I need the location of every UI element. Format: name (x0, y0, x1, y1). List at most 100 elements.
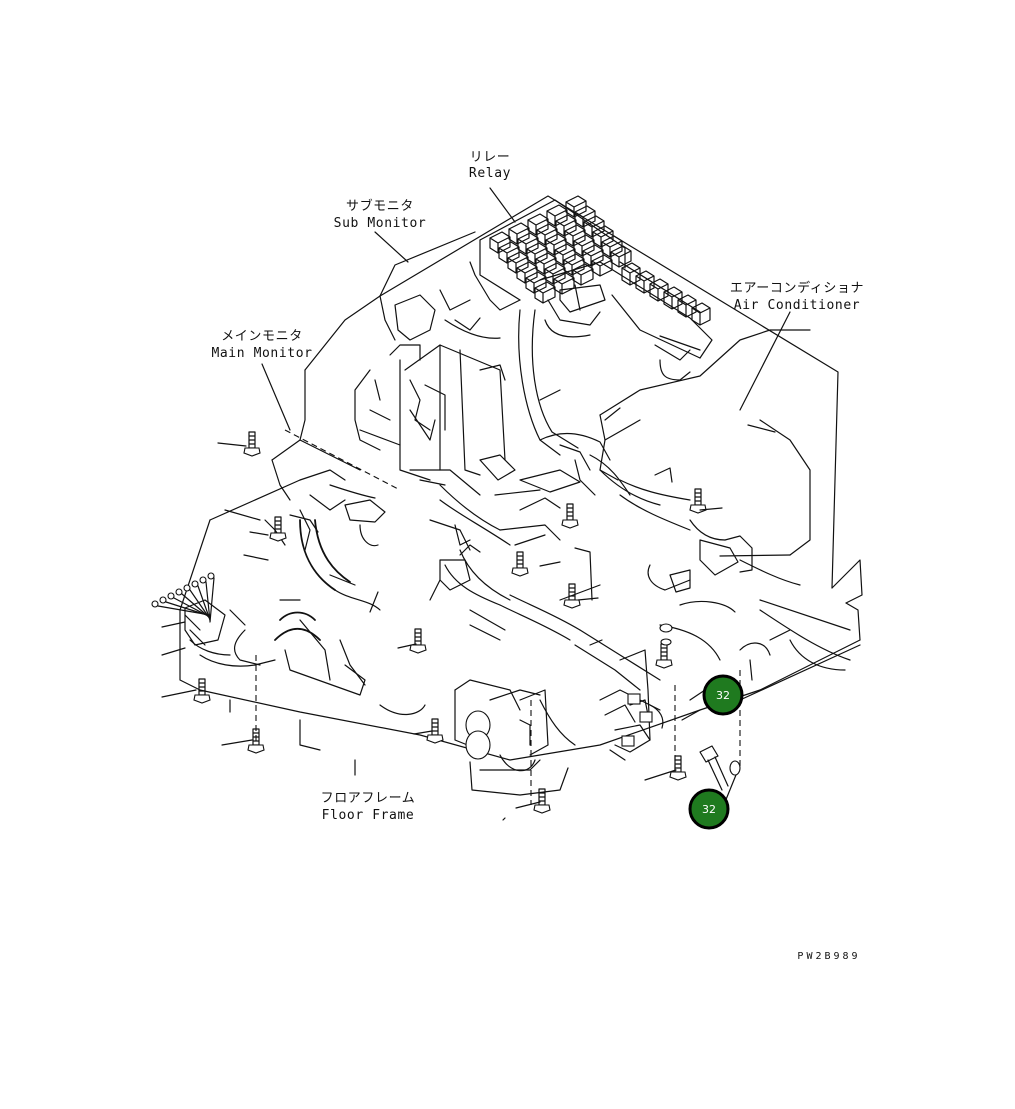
relay-module (489, 231, 511, 254)
relay-module (677, 294, 697, 318)
bolt-head (409, 644, 427, 654)
connector-housing (184, 599, 226, 646)
main-monitor (271, 429, 401, 551)
bolt-head (247, 744, 265, 754)
bottom-center-assembly (379, 679, 576, 772)
fuse-box (599, 649, 664, 761)
connector-wire (197, 585, 211, 621)
connector-pin (159, 596, 167, 604)
bolt-head (511, 567, 529, 577)
relay-module (583, 215, 605, 238)
left-connector-cluster (151, 572, 226, 646)
relay-block (479, 195, 713, 381)
part-32-bolt (699, 745, 729, 791)
bolt (516, 551, 524, 569)
bolt (568, 583, 576, 601)
air-conditioner-label-jp: エアーコンディショナ (730, 280, 864, 296)
relay-module (621, 262, 641, 286)
relay-module (535, 252, 557, 275)
sub-monitor-label-en: Sub Monitor (334, 216, 427, 231)
relay-module (565, 195, 587, 218)
bolt (414, 628, 422, 646)
connector-wire (181, 593, 211, 619)
bolt-head (269, 532, 287, 542)
connector-wire (209, 577, 215, 623)
relay-module (635, 270, 655, 294)
callout-badge[interactable]: 32 (702, 674, 744, 716)
connector-pin (191, 580, 199, 588)
sub-monitor-label-jp: サブモニタ (346, 198, 414, 214)
air-conditioner-unit (599, 329, 851, 671)
washer (659, 623, 673, 633)
connector-pin (183, 584, 191, 592)
bolt-head (243, 447, 261, 457)
leader-lines (161, 187, 791, 821)
bolt (248, 431, 256, 449)
bolt (431, 718, 439, 736)
relay-module (545, 233, 567, 256)
relay-module (534, 281, 556, 304)
relay-module (527, 213, 549, 236)
bolt-head (533, 804, 551, 814)
bolt-head (563, 599, 581, 609)
relay-module (574, 205, 596, 228)
relay-module (526, 242, 548, 265)
floor-frame-label-en: Floor Frame (322, 808, 415, 823)
bolt-head (655, 659, 673, 669)
central-console (354, 309, 753, 691)
sub-monitor (379, 231, 521, 341)
connector-pin (207, 572, 215, 580)
relay-module (573, 234, 595, 257)
relay-module (691, 302, 711, 326)
bolt (566, 503, 574, 521)
relay-module (610, 245, 632, 268)
bolt-head (669, 771, 687, 781)
air-conditioner-label-en: Air Conditioner (734, 298, 860, 313)
bolt-head (193, 694, 211, 704)
bolts (193, 431, 707, 814)
relay-module (592, 225, 614, 248)
connector-wire (189, 589, 211, 620)
relay-module (525, 271, 547, 294)
relay-module (508, 222, 530, 245)
relay-module (663, 286, 683, 310)
relay-module (555, 214, 577, 237)
main-monitor-label-jp: メインモニタ (221, 329, 303, 344)
left-harness (184, 514, 381, 696)
connector-pin (151, 600, 159, 608)
connector-pin (199, 576, 207, 584)
relay-module (649, 278, 669, 302)
callout-number: 32 (716, 689, 730, 702)
main-monitor-label-en: Main Monitor (211, 346, 312, 361)
relay-module (564, 224, 586, 247)
floor-frame-label-jp: フロアフレーム (321, 791, 416, 806)
callout-badge[interactable]: 32 (688, 788, 730, 830)
relay-module (554, 243, 576, 266)
bolt-head (689, 504, 707, 514)
relay-label-en: Relay (469, 166, 511, 181)
connector-pin (175, 588, 183, 596)
relay-module (553, 272, 575, 295)
callout-number: 32 (702, 803, 716, 816)
relay-label-jp: リレー (470, 150, 511, 165)
relay-module (546, 204, 568, 227)
relay-module (498, 241, 520, 264)
relay-module (591, 254, 613, 277)
part-32-washer (729, 760, 741, 776)
connector-wire (173, 597, 211, 618)
relay-module (507, 251, 529, 274)
bolt-head (561, 519, 579, 529)
floor-frame-outline (179, 195, 863, 796)
relay-module (517, 232, 539, 255)
connector-wire (205, 581, 211, 622)
relay-module (601, 235, 623, 258)
bolt (198, 678, 206, 696)
bolt-head (426, 734, 444, 744)
washer (660, 638, 672, 646)
bolt (694, 488, 702, 506)
relay-module (572, 263, 594, 286)
drawing-code: PW2B989 (797, 951, 860, 962)
connector-pin (167, 592, 175, 600)
relay-module (582, 244, 604, 267)
